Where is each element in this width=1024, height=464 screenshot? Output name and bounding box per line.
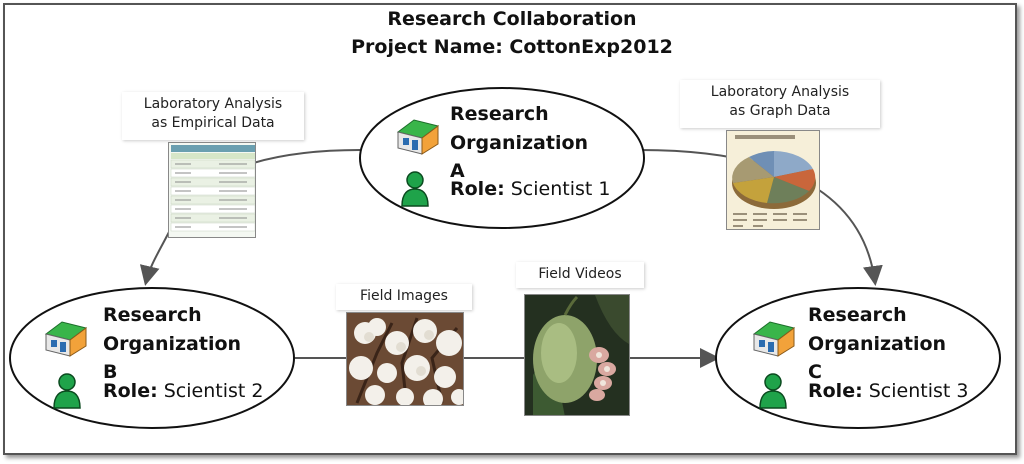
org-a-ellipse: [359, 87, 645, 229]
building-icon: [44, 321, 88, 357]
field-images-label: Field Images: [336, 284, 472, 310]
org-c-name-line2: Organization C: [808, 333, 947, 383]
cotton-boll-video-frame: [525, 295, 629, 415]
graph-data-label-line1: Laboratory Analysis: [710, 84, 850, 100]
org-b-role-value: Scientist 2: [157, 380, 264, 402]
field-videos-label: Field Videos: [516, 262, 644, 288]
org-a-role-label: Role:: [450, 178, 505, 200]
org-c-role-value: Scientist 3: [862, 380, 969, 402]
building-icon: [752, 321, 796, 357]
org-b-ellipse: [9, 287, 295, 429]
org-a-name-line1: Research: [450, 103, 549, 125]
person-icon: [401, 171, 429, 207]
org-a-role: Role: Scientist 1: [450, 178, 610, 200]
empirical-data-label: Laboratory Analysis as Empirical Data: [122, 92, 304, 140]
graph-data-label: Laboratory Analysis as Graph Data: [680, 80, 880, 128]
org-c-role: Role: Scientist 3: [808, 380, 968, 402]
table-thumbnail-graphic: [170, 145, 255, 232]
pie-chart-graphic: [732, 135, 816, 227]
empirical-table-thumbnail: [168, 142, 256, 238]
graph-pie-thumbnail: [726, 130, 820, 230]
org-b-role: Role: Scientist 2: [103, 380, 263, 402]
cotton-bolls-image: [347, 313, 463, 405]
org-c-name-line1: Research: [808, 304, 907, 326]
person-icon: [759, 373, 787, 409]
graph-data-label-line2: as Graph Data: [729, 103, 831, 119]
org-b-name-line1: Research: [103, 304, 202, 326]
org-a-role-value: Scientist 1: [504, 178, 611, 200]
empirical-data-label-line2: as Empirical Data: [151, 115, 275, 131]
building-icon: [396, 119, 440, 155]
empirical-data-label-line1: Laboratory Analysis: [143, 96, 283, 112]
field-images-thumbnail: [346, 312, 464, 406]
org-a-name-line2: Organization A: [450, 132, 589, 182]
diagram-title: Research Collaboration: [387, 8, 637, 30]
person-icon: [53, 373, 81, 409]
field-videos-thumbnail: [524, 294, 630, 416]
org-b-name-line2: Organization B: [103, 333, 242, 383]
org-c-ellipse: [715, 287, 1001, 429]
project-name: Project Name: CottonExp2012: [351, 36, 673, 58]
org-b-role-label: Role:: [103, 380, 158, 402]
org-c-role-label: Role:: [808, 380, 863, 402]
